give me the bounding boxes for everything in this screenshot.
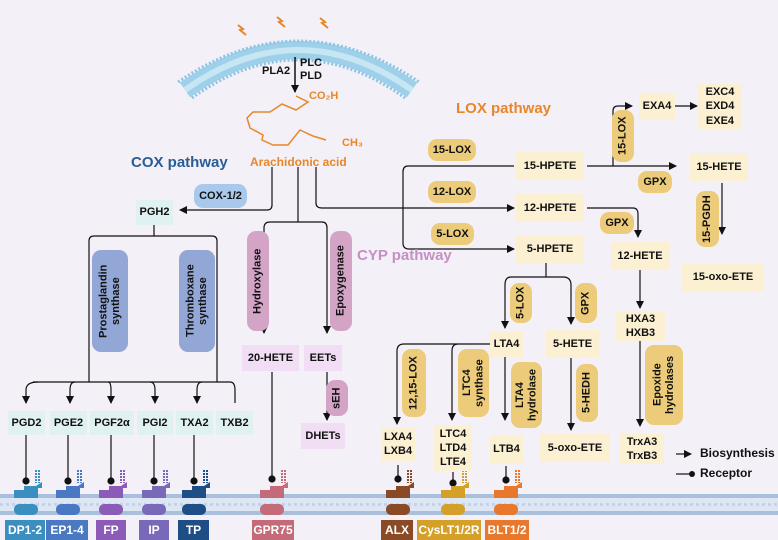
lta4-node: LTA4 — [490, 332, 523, 357]
12-hpete-node: 12-HPETE — [516, 194, 584, 222]
receptor-tp: TP — [178, 520, 209, 540]
pgd2-node: PGD2 — [8, 411, 45, 435]
ch3-label: CH₃ — [342, 137, 363, 149]
arachidonic-acid-structure — [246, 95, 327, 146]
cox-pathway-title: COX pathway — [131, 154, 228, 171]
ltc4-ltd4-lte4-node: LTC4 LTD4 LTE4 — [434, 425, 472, 471]
thromboxane-synthase-enzyme: Thromboxane synthase — [179, 250, 215, 352]
15-pgdh-enzyme: 15-PGDH — [696, 191, 719, 247]
5-hete-node: 5-HETE — [546, 330, 599, 358]
cyp-pathway-title: CYP pathway — [357, 247, 452, 264]
hydroxylase-enzyme: Hydroxylase — [247, 231, 269, 331]
txa2-node: TXA2 — [176, 411, 213, 435]
cell-membrane-arc — [177, 39, 420, 100]
5-oxo-ete-node: 5-oxo-ETE — [540, 434, 610, 462]
pge2-node: PGE2 — [50, 411, 87, 435]
5-lox-lta4-enzyme: 5-LOX — [510, 283, 532, 323]
plc-pld-label: PLC PLD — [300, 57, 322, 83]
5-hedh-enzyme: 5-HEDH — [576, 364, 598, 422]
receptor-protein-icon — [386, 470, 414, 515]
20-hete-node: 20-HETE — [242, 345, 299, 371]
receptor-dp1-2: DP1-2 — [5, 520, 45, 540]
12-lox-enzyme: 12-LOX — [428, 181, 476, 203]
receptor-protein-icon — [182, 470, 210, 515]
arachidonic-acid-label: Arachidonic acid — [250, 155, 347, 169]
15-oxo-ete-node: 15-oxo-ETE — [682, 263, 764, 291]
receptor-protein-icon — [56, 470, 84, 515]
dhets-node: DHETs — [301, 423, 345, 449]
receptor-protein-icon — [142, 470, 170, 515]
txb2-node: TXB2 — [216, 411, 253, 435]
exa4-node: EXA4 — [639, 93, 675, 120]
receptor-alx: ALX — [381, 520, 413, 540]
legend-receptor: Receptor — [700, 466, 753, 480]
lta4-hydrolase-enzyme: LTA4 hydrolase — [511, 362, 542, 428]
15-lox-enzyme: 15-LOX — [428, 139, 476, 161]
receptor-protein-icon — [14, 470, 42, 515]
trxa3-trxb3-node: TrxA3 TrxB3 — [620, 434, 664, 464]
5-hpete-node: 5-HPETE — [516, 235, 584, 263]
lox-pathway-title: LOX pathway — [456, 100, 552, 117]
receptor-protein-icon — [99, 470, 127, 515]
co2h-label: CO₂H — [309, 90, 339, 102]
epoxide-hydrolases-enzyme: Epoxide hydrolases — [645, 345, 683, 425]
receptor-blt1-2: BLT1/2 — [485, 520, 529, 540]
exc4-exd4-exe4-node: EXC4 EXD4 EXE4 — [698, 84, 742, 129]
15-hete-node: 15-HETE — [690, 153, 748, 181]
receptor-protein-icon — [494, 470, 522, 515]
seh-enzyme: sEH — [326, 380, 348, 416]
pgf2a-node: PGF2α — [90, 411, 134, 435]
lxa4-lxb4-node: LXA4 LXB4 — [381, 427, 415, 461]
receptor-fp: FP — [96, 520, 126, 540]
15-hpete-node: 15-HPETE — [516, 152, 584, 180]
12-15-lox-enzyme: 12,15-LOX — [402, 349, 426, 417]
receptor-ep1-4: EP1-4 — [46, 520, 88, 540]
receptor-gpr75: GPR75 — [252, 520, 294, 540]
prostaglandin-synthase-enzyme: Prostaglandin synthase — [92, 250, 128, 352]
5-lox-enzyme: 5-LOX — [431, 223, 474, 245]
lightning-icons — [237, 16, 329, 36]
epoxygenase-enzyme: Epoxygenase — [330, 231, 352, 331]
hxa3-hxb3-node: HXA3 HXB3 — [616, 311, 665, 341]
pla2-label: PLA2 — [262, 65, 291, 77]
15-lox-exa4-enzyme: 15-LOX — [612, 110, 634, 162]
pgi2-node: PGI2 — [137, 411, 173, 435]
gpx-5-enzyme: GPX — [575, 283, 597, 323]
eets-node: EETs — [304, 345, 342, 371]
ltb4-node: LTB4 — [490, 435, 523, 463]
receptor-protein-icon — [260, 470, 288, 515]
receptor-cyslt1-2r: CysLT1/2R — [417, 520, 481, 540]
cox-1-2-enzyme: COX-1/2 — [194, 184, 247, 208]
gpx-15-enzyme: GPX — [638, 171, 672, 193]
legend-biosynthesis: Biosynthesis — [700, 446, 775, 460]
receptor-ip: IP — [139, 520, 169, 540]
gpx-12-enzyme: GPX — [600, 212, 634, 234]
12-hete-node: 12-HETE — [611, 242, 669, 270]
receptor-protein-icon — [441, 470, 469, 515]
pgh2-node: PGH2 — [136, 200, 173, 225]
ltc4-synthase-enzyme: LTC4 synthase — [458, 349, 489, 417]
